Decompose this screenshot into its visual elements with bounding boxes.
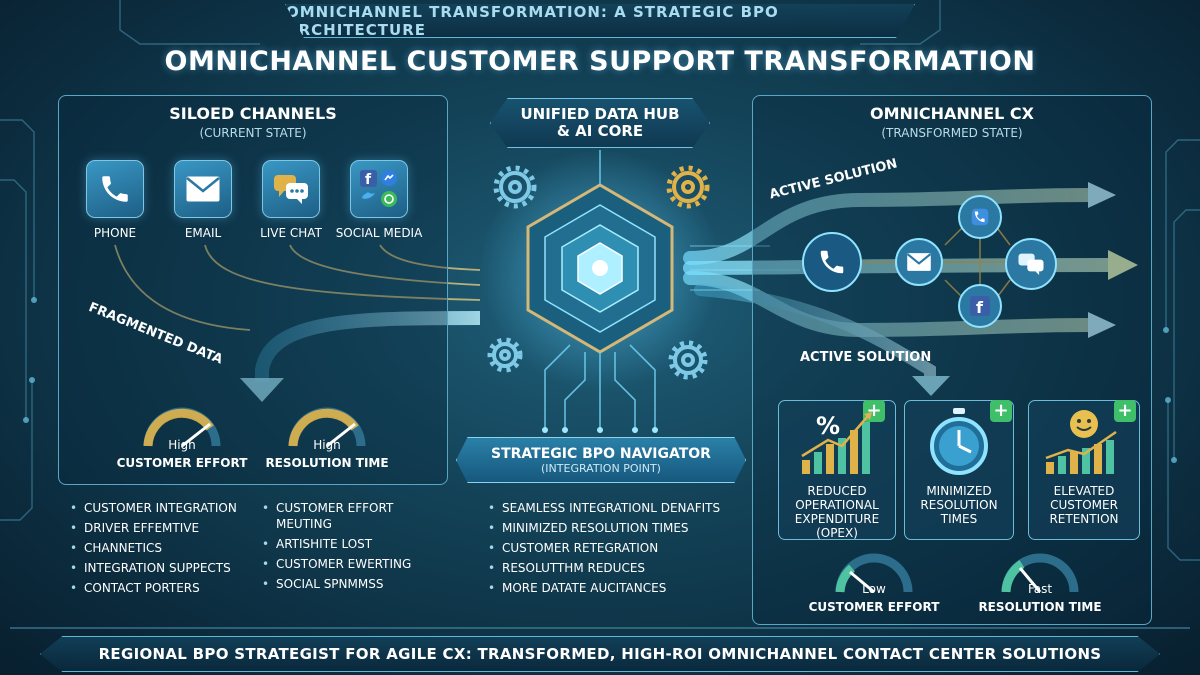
list-item: MINIMIZED RESOLUTION TIMES xyxy=(488,520,738,536)
card-reduced-opex xyxy=(778,400,896,540)
customer-effort-label: CUSTOMER EFFORT xyxy=(116,456,248,470)
resolution-time-gauge-fast xyxy=(1001,553,1079,593)
card-label-reduced-opex: REDUCED OPERATIONAL EXPENDITURE (OPEX) xyxy=(794,484,880,540)
banner-text: OMNICHANNEL TRANSFORMATION: A STRATEGIC … xyxy=(286,2,779,39)
list-item: CUSTOMER EWERTING xyxy=(262,556,452,572)
list-item: DRIVER EFFEMTIVE xyxy=(70,520,260,536)
bullet-list-col1: CUSTOMER INTEGRATION DRIVER EFFEMTIVE CH… xyxy=(70,500,260,600)
footer-banner: REGIONAL BPO STRATEGIST FOR AGILE CX: TR… xyxy=(40,636,1160,672)
svg-text:f: f xyxy=(365,172,372,188)
list-item: RESOLUTTHM REDUCES xyxy=(488,560,738,576)
customer-effort-value-low: Low xyxy=(862,582,886,596)
smiley-growth-icon xyxy=(1045,410,1117,474)
node-email-icon xyxy=(895,238,943,286)
navigator-subtitle: (INTEGRATION POINT) xyxy=(541,461,661,475)
list-item: ARTISHITE LOST xyxy=(262,536,452,552)
right-panel-subtitle: (TRANSFORMED STATE) xyxy=(881,126,1023,140)
channel-label-social-media: SOCIAL MEDIA xyxy=(335,226,423,240)
bullet-list-col2: CUSTOMER EFFORT MEUTING ARTISHITE LOST C… xyxy=(262,500,452,596)
svg-text:%: % xyxy=(816,412,840,440)
hub-line-1: UNIFIED DATA HUB xyxy=(520,105,680,123)
svg-text:f: f xyxy=(976,298,984,317)
list-item: MORE DATATE AUCITANCES xyxy=(488,580,738,596)
siloed-channels-panel xyxy=(58,95,448,485)
strategic-bpo-navigator: STRATEGIC BPO NAVIGATOR (INTEGRATION POI… xyxy=(456,437,746,483)
customer-effort-gauge-low xyxy=(835,553,913,594)
plus-icon: + xyxy=(990,400,1012,422)
node-phone-icon xyxy=(802,232,862,292)
active-solution-label-bottom: ACTIVE SOLUTION xyxy=(800,350,932,365)
node-facebook-icon: f xyxy=(958,284,1002,328)
unified-data-hub-label: UNIFIED DATA HUB & AI CORE xyxy=(490,98,710,148)
bullet-list-col3: SEAMLESS INTEGRATIONL DENAFITS MINIMIZED… xyxy=(488,500,738,600)
list-item: SEAMLESS INTEGRATIONL DENAFITS xyxy=(488,500,738,516)
list-item: CUSTOMER RETEGRATION xyxy=(488,540,738,556)
list-item: CHANNETICS xyxy=(70,540,260,556)
resolution-time-gauge-high xyxy=(288,407,366,448)
envelope-icon xyxy=(174,160,232,218)
top-banner: OMNICHANNEL TRANSFORMATION: A STRATEGIC … xyxy=(285,4,915,38)
channel-label-live-chat: LIVE CHAT xyxy=(260,226,322,240)
channel-label-email: EMAIL xyxy=(184,226,222,240)
card-label-elevated-retention: ELEVATED CUSTOMER RETENTION xyxy=(1049,484,1119,526)
percent-growth-icon: % xyxy=(801,412,872,474)
right-panel-title: OMNICHANNEL CX xyxy=(870,104,1034,123)
resolution-time-value: High xyxy=(313,438,341,452)
left-panel-title: SILOED CHANNELS xyxy=(169,104,337,123)
list-item: CUSTOMER INTEGRATION xyxy=(70,500,260,516)
list-item: INTEGRATION SUPPECTS xyxy=(70,560,260,576)
customer-effort-gauge-high xyxy=(143,407,221,448)
navigator-title: STRATEGIC BPO NAVIGATOR xyxy=(491,445,711,462)
card-label-minimized-resolution: MINIMIZED RESOLUTION TIMES xyxy=(920,484,998,526)
resolution-time-label: RESOLUTION TIME xyxy=(265,456,389,470)
channel-label-phone: PHONE xyxy=(93,226,137,240)
list-item: CONTACT PORTERS xyxy=(70,580,260,596)
phone-icon xyxy=(86,160,144,218)
hub-line-2: & AI CORE xyxy=(556,122,644,140)
node-chat-icon xyxy=(1005,238,1057,290)
list-item: SOCIAL SPNMMSS xyxy=(262,576,452,592)
footer-text: REGIONAL BPO STRATEGIST FOR AGILE CX: TR… xyxy=(98,645,1102,663)
customer-effort-label-right: CUSTOMER EFFORT xyxy=(808,600,940,614)
page-title: OMNICHANNEL CUSTOMER SUPPORT TRANSFORMAT… xyxy=(164,46,1036,77)
resolution-time-value-fast: Fast xyxy=(1027,582,1053,596)
customer-effort-value: High xyxy=(168,438,196,452)
stopwatch-icon xyxy=(930,408,988,475)
plus-icon: + xyxy=(1114,400,1136,422)
left-panel-subtitle: (CURRENT STATE) xyxy=(199,126,307,140)
social-media-icon: f xyxy=(350,160,408,218)
chat-bubbles-icon xyxy=(262,160,320,218)
resolution-time-label-right: RESOLUTION TIME xyxy=(978,600,1102,614)
list-item: CUSTOMER EFFORT MEUTING xyxy=(262,500,452,532)
node-phone-small-icon xyxy=(958,195,1002,239)
